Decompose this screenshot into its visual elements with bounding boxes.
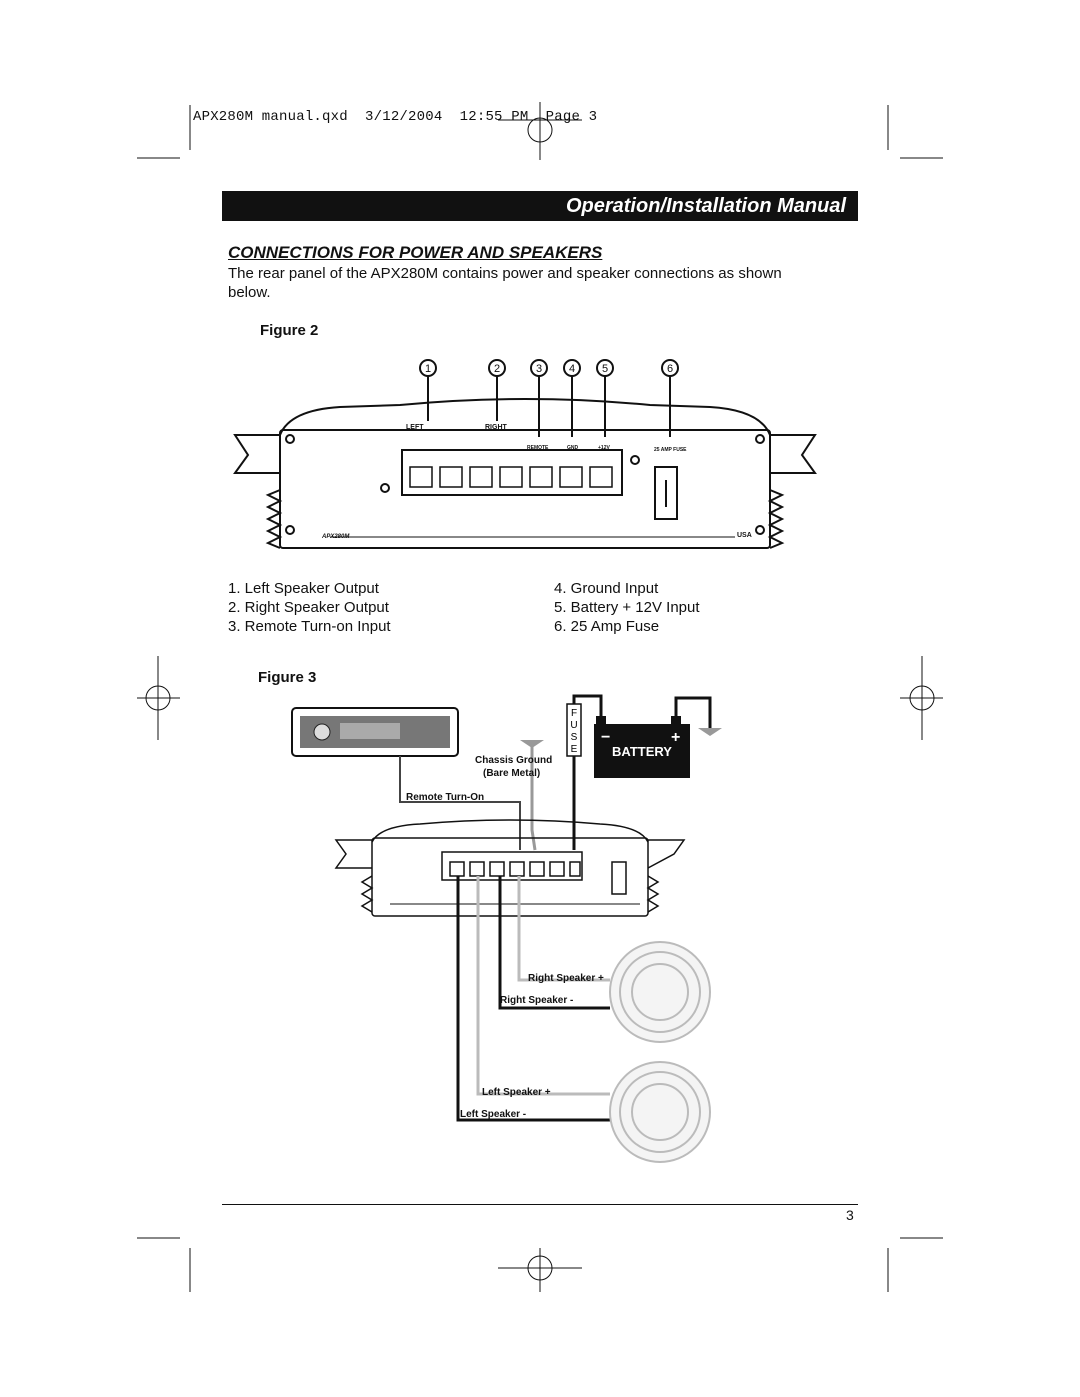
figure-3-label: Figure 3 [258, 669, 317, 686]
footer-rule [222, 1204, 858, 1205]
legend-item: 1. Left Speaker Output [228, 580, 379, 597]
legend-item: 2. Right Speaker Output [228, 599, 389, 616]
inline-fuse: F U S E [566, 703, 582, 757]
callout-4: 4 [569, 363, 575, 375]
page-number: 3 [846, 1207, 854, 1223]
figure-2-amp-rear-panel: LEFT RIGHT REMOTE GND +12V 25 AMP FUSE A… [233, 359, 817, 549]
panel-gnd-label: GND [567, 445, 579, 451]
battery-plus: + [671, 729, 680, 746]
battery-label: BATTERY [612, 744, 672, 759]
panel-left-label: LEFT [406, 424, 424, 431]
figure-2-label: Figure 2 [260, 322, 319, 339]
head-unit [291, 707, 459, 757]
panel-usa-label: USA [737, 532, 752, 539]
header-bar: Operation/Installation Manual [222, 191, 858, 221]
amplifier [334, 819, 686, 917]
callout-3: 3 [536, 363, 542, 375]
remote-turn-on-label: Remote Turn-On [406, 792, 484, 803]
legend-left-column: 1. Left Speaker Output 2. Right Speaker … [228, 579, 391, 636]
svg-text:F: F [571, 708, 577, 719]
left-speaker [609, 1061, 711, 1163]
legend-right-column: 4. Ground Input 5. Battery + 12V Input 6… [554, 579, 700, 636]
legend-item: 5. Battery + 12V Input [554, 599, 700, 616]
bare-metal-label: (Bare Metal) [483, 768, 540, 779]
legend-item: 6. 25 Amp Fuse [554, 618, 660, 635]
left-speaker-minus-label: Left Speaker - [460, 1109, 526, 1120]
legend-item: 3. Remote Turn-on Input [228, 618, 391, 635]
file-slug: APX280M manual.qxd 3/12/2004 12:55 PM Pa… [193, 109, 598, 125]
right-speaker-minus-label: Right Speaker - [500, 995, 573, 1006]
callout-2: 2 [494, 363, 500, 375]
callout-6: 6 [667, 363, 673, 375]
panel-right-label: RIGHT [485, 424, 508, 431]
panel-remote-label: REMOTE [527, 445, 549, 451]
battery: − + BATTERY [594, 716, 690, 778]
section-title: CONNECTIONS FOR POWER AND SPEAKERS [228, 243, 603, 262]
callout-5: 5 [602, 363, 608, 375]
right-speaker-plus-label: Right Speaker + [528, 973, 604, 984]
chassis-ground-label: Chassis Ground [475, 755, 552, 766]
callout-1: 1 [425, 363, 431, 375]
left-speaker-plus-label: Left Speaker + [482, 1087, 551, 1098]
panel-model-label: APX280M [321, 534, 350, 540]
intro-paragraph: The rear panel of the APX280M contains p… [228, 265, 782, 301]
svg-text:E: E [571, 744, 578, 755]
svg-text:U: U [570, 720, 577, 731]
svg-text:S: S [571, 732, 578, 743]
callout-circles [419, 359, 679, 377]
panel-12v-label: +12V [598, 445, 610, 451]
figure-3-wiring-diagram: F U S E − + BATTERY Chassis Ground (Bare… [291, 694, 722, 1163]
battery-minus: − [601, 729, 610, 746]
right-speaker [609, 941, 711, 1043]
legend-item: 4. Ground Input [554, 580, 659, 597]
panel-fuse-label: 25 AMP FUSE [654, 447, 687, 453]
header-title: Operation/Installation Manual [565, 195, 846, 217]
